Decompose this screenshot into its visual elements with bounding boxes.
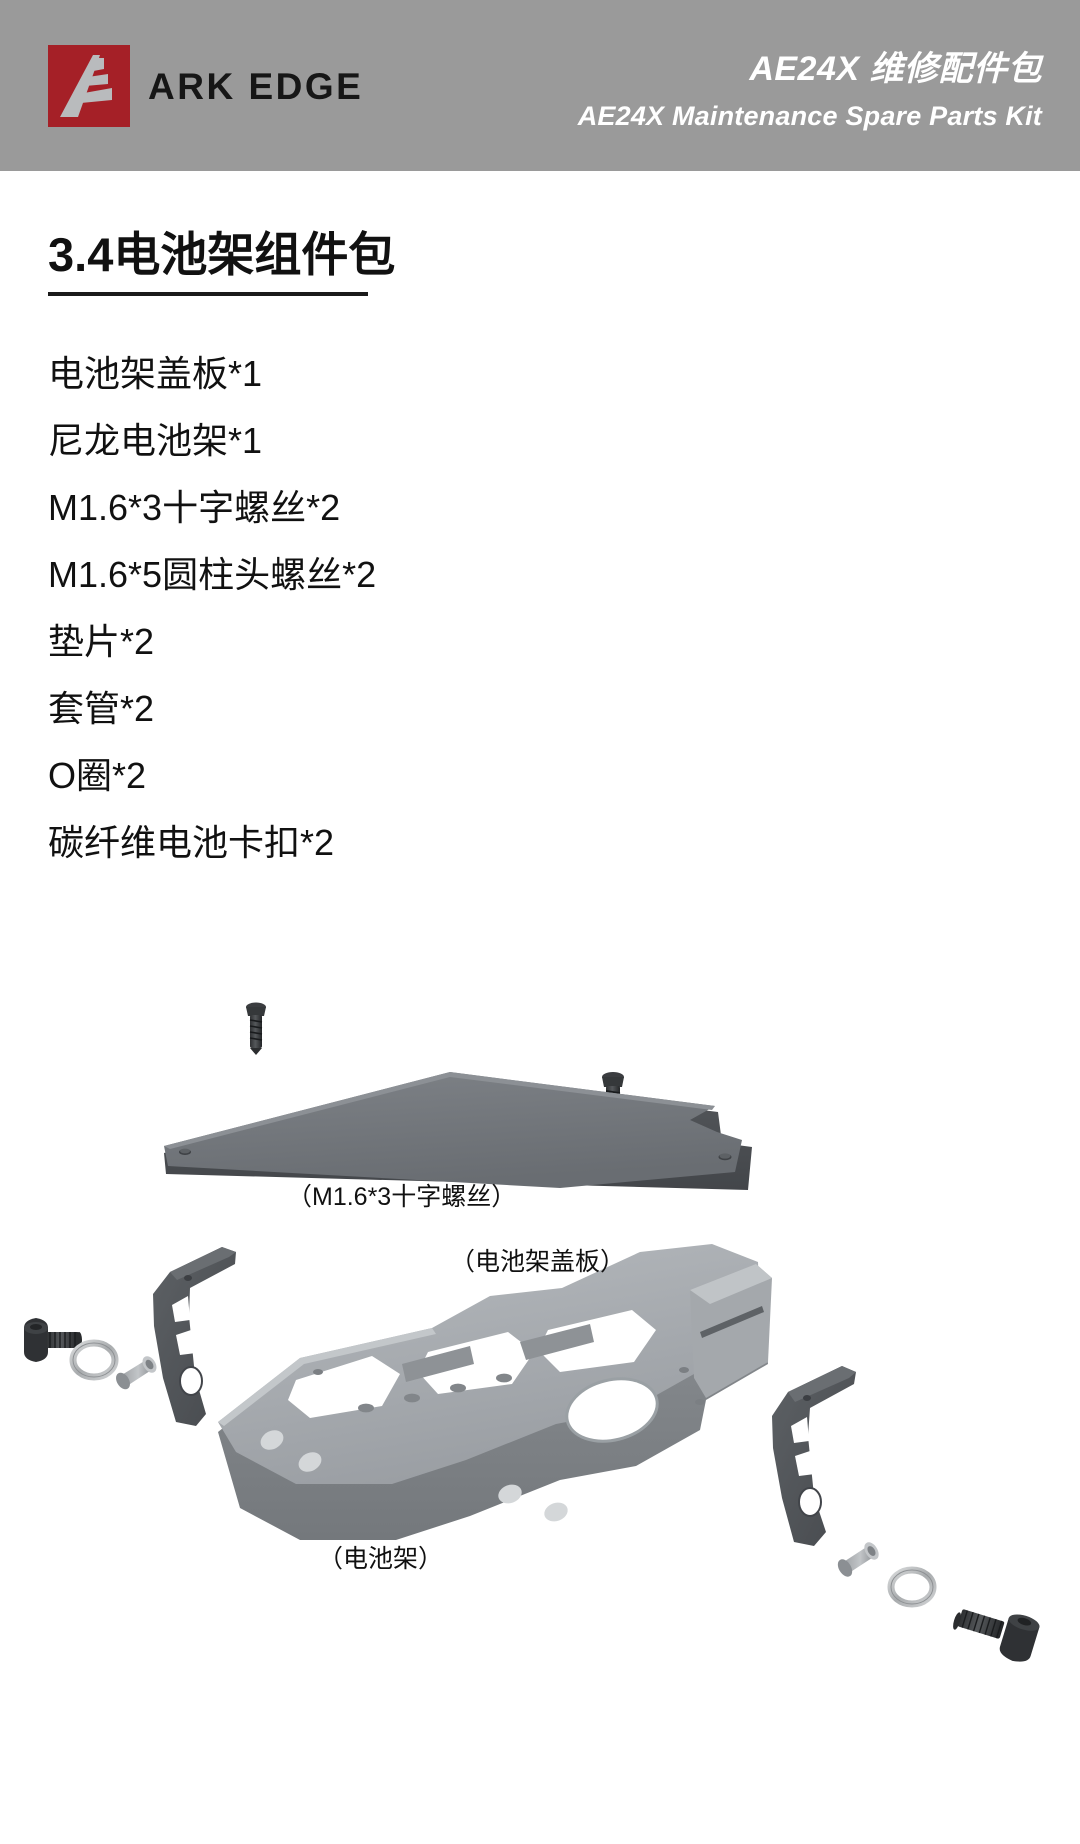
ark-edge-ae-monogram-icon — [48, 45, 130, 127]
header-title-block: AE24X 维修配件包 AE24X Maintenance Spare Part… — [578, 48, 1042, 134]
spacer-sleeve-left — [116, 1356, 157, 1390]
washer-left — [69, 1339, 119, 1381]
parts-list-item: 套管*2 — [48, 688, 155, 729]
parts-list-item: 电池架盖板*1 — [48, 353, 263, 394]
title-underline-divider — [48, 292, 368, 296]
parts-list-item: 尼龙电池架*1 — [48, 420, 263, 461]
spacer-sleeve-right — [837, 1542, 879, 1577]
parts-list-item: O圈*2 — [48, 755, 147, 796]
section-title: 3.4电池架组件包 — [48, 228, 396, 281]
parts-list-item: 垫片*2 — [48, 621, 155, 662]
diagram-label-cover-plate: （电池架盖板） — [450, 1248, 626, 1276]
parts-list-item: M1.6*5圆柱头螺丝*2 — [48, 554, 377, 595]
page-header: ARK EDGE AE24X 维修配件包 AE24X Maintenance S… — [0, 0, 1080, 171]
nylon-battery-mount-part — [218, 1244, 772, 1540]
brand-name: ARK EDGE — [148, 65, 364, 107]
exploded-assembly-diagram — [0, 960, 1080, 1844]
header-title-cn: AE24X 维修配件包 — [749, 50, 1042, 88]
carbon-fiber-battery-clip-left — [153, 1247, 236, 1426]
diagram-label-cross-head-screw: （M1.6*3十字螺丝） — [287, 1183, 517, 1211]
cross-head-screw-icon-top — [246, 1002, 266, 1055]
diagram-label-battery-mount: （电池架） — [318, 1545, 444, 1573]
washer-right — [887, 1566, 937, 1608]
brand-logo: ARK EDGE — [48, 44, 363, 128]
battery-mount-cover-plate-part — [164, 1072, 752, 1190]
header-title-en: AE24X Maintenance Spare Parts Kit — [577, 100, 1042, 131]
parts-list-item: 碳纤维电池卡扣*2 — [48, 822, 335, 863]
socket-head-cap-screw-right — [953, 1609, 1040, 1662]
carbon-fiber-battery-clip-right — [772, 1366, 856, 1546]
parts-list: 电池架盖板*1 尼龙电池架*1 M1.6*3十字螺丝*2 M1.6*5圆柱头螺丝… — [48, 340, 648, 876]
parts-list-item: M1.6*3十字螺丝*2 — [48, 487, 341, 528]
